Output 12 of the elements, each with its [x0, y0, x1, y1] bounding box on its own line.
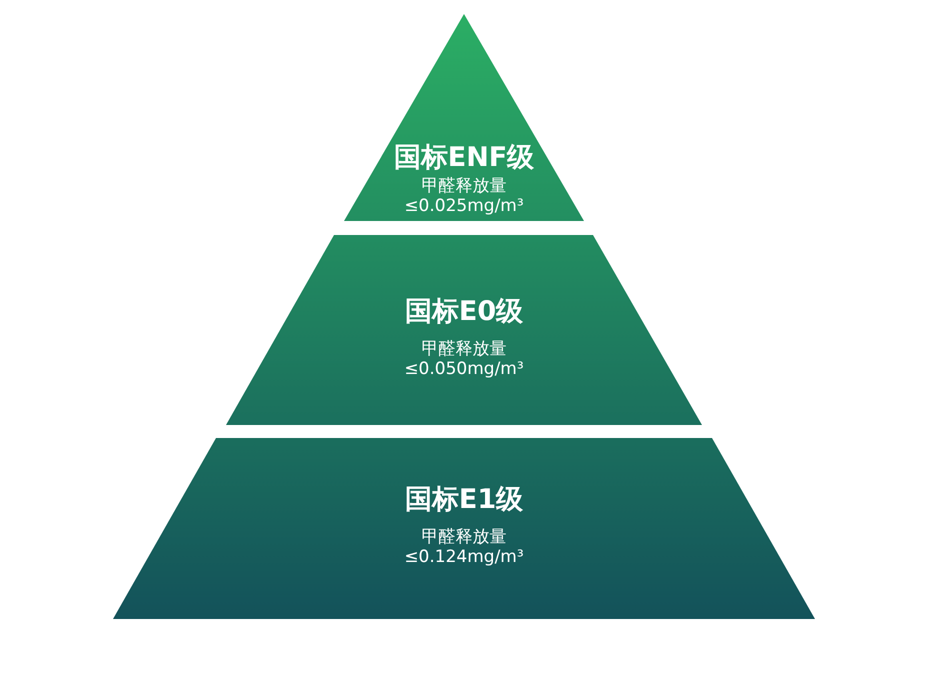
- emission-text: 甲醛释放量: [422, 527, 506, 547]
- emission-text: ≤0.025mg/m³: [404, 196, 524, 216]
- tier-title: 国标ENF级: [394, 141, 534, 175]
- pyramid-tier: [344, 14, 584, 221]
- emission-text: 甲醛释放量: [422, 176, 506, 196]
- emission-text: 甲醛释放量: [422, 339, 506, 359]
- emission-text: ≤0.124mg/m³: [404, 547, 524, 567]
- tier-title: 国标E0级: [404, 295, 524, 329]
- tier-title: 国标E1级: [404, 483, 524, 517]
- pyramid-tier: [113, 438, 815, 619]
- pyramid-tier: [226, 235, 702, 425]
- emission-text: ≤0.050mg/m³: [404, 359, 524, 379]
